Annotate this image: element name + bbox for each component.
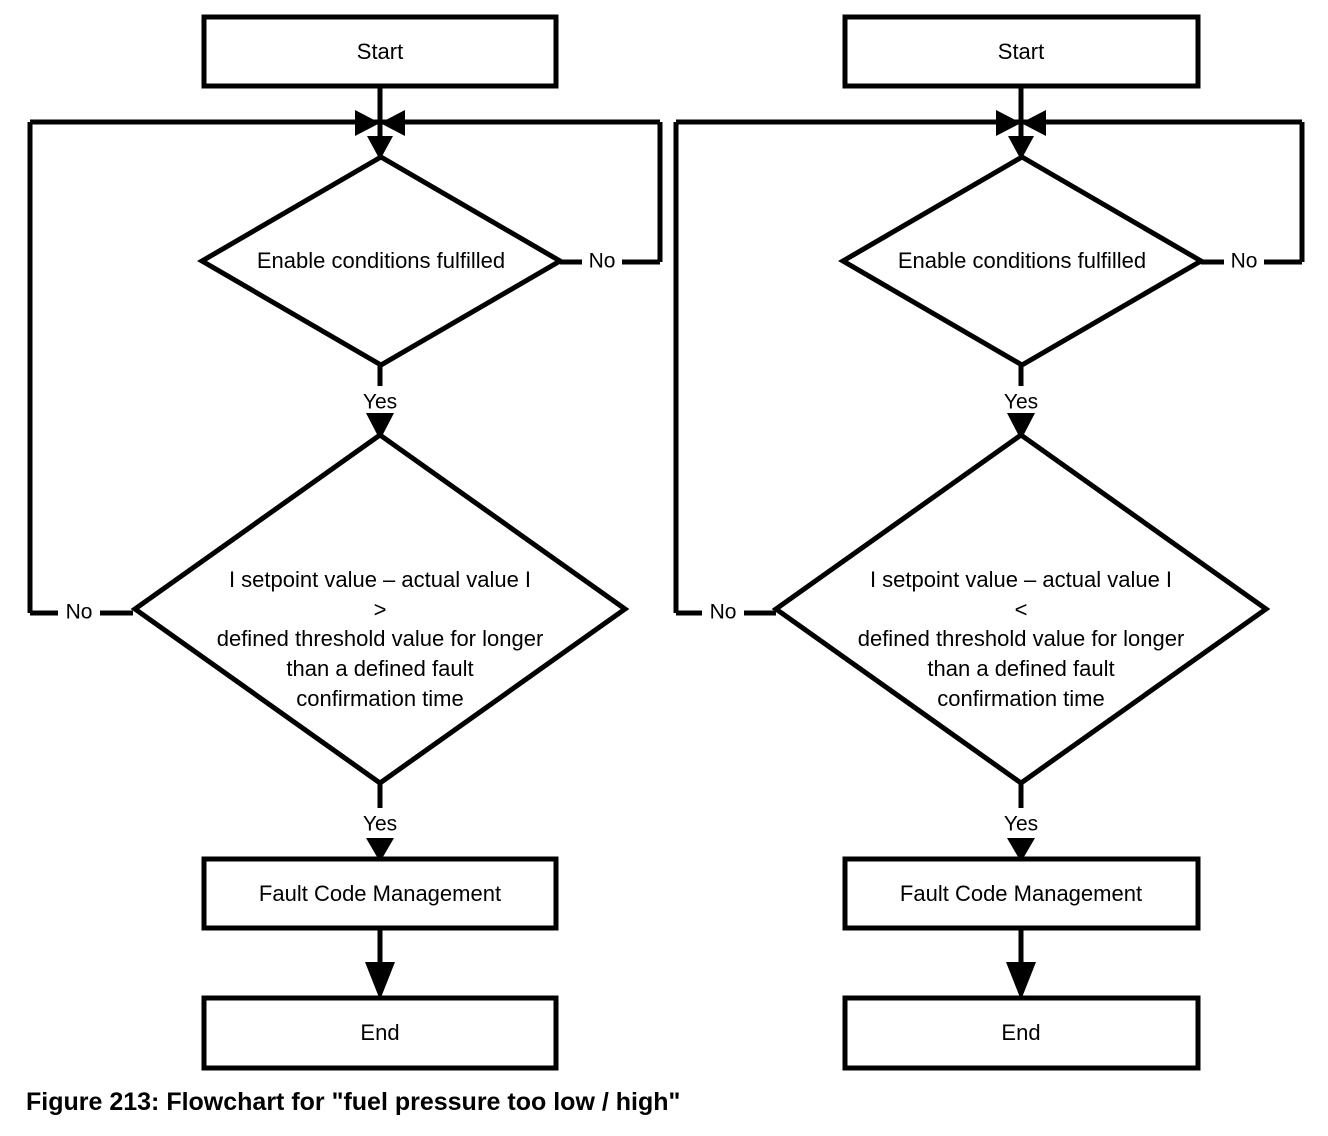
right-start-label: Start	[998, 39, 1044, 64]
left-threshold-line3: defined threshold value for longer	[217, 626, 544, 651]
left-start-node[interactable]: Start	[201, 14, 559, 89]
right-fault-code-node[interactable]: Fault Code Management	[842, 856, 1201, 931]
left-fault-code-node[interactable]: Fault Code Management	[201, 856, 559, 931]
right-enable-decision-label: Enable conditions fulfilled	[898, 248, 1146, 273]
left-enable-decision-node[interactable]: Enable conditions fulfilled	[197, 154, 565, 368]
left-arrow-into-threshold	[366, 413, 394, 440]
right-enable-decision-node[interactable]: Enable conditions fulfilled	[838, 154, 1206, 368]
right-threshold-line4: than a defined fault	[927, 656, 1114, 681]
right-fault-code-label: Fault Code Management	[900, 881, 1142, 906]
right-end-node[interactable]: End	[842, 995, 1201, 1071]
right-enable-yes-label: Yes	[1004, 391, 1038, 414]
right-rail-arrowhead-left	[996, 110, 1021, 136]
right-threshold-yes-label: Yes	[1004, 813, 1038, 836]
figure-caption: Figure 213: Flowchart for "fuel pressure…	[26, 1088, 681, 1116]
left-arrow-into-fault-code	[366, 838, 394, 862]
left-threshold-line5: confirmation time	[296, 686, 464, 711]
right-end-label: End	[1001, 1020, 1040, 1045]
left-threshold-no-label: No	[66, 601, 93, 624]
left-threshold-operator: >	[374, 597, 387, 622]
left-threshold-decision-node[interactable]: I setpoint value – actual value I > defi…	[130, 431, 630, 787]
right-arrow-into-enable	[1008, 136, 1034, 160]
right-arrow-into-threshold	[1007, 413, 1035, 440]
right-threshold-line1: I setpoint value – actual value I	[870, 567, 1172, 592]
right-enable-no-label: No	[1231, 250, 1258, 273]
left-rail-arrowhead-left	[355, 110, 380, 136]
right-threshold-decision-node[interactable]: I setpoint value – actual value I < defi…	[771, 431, 1271, 787]
left-threshold-yes-label: Yes	[363, 813, 397, 836]
left-arrow-into-enable	[367, 136, 393, 160]
left-enable-no-label: No	[589, 250, 616, 273]
left-rail-arrowhead-right	[380, 110, 405, 136]
right-rail-arrowhead-right	[1021, 110, 1046, 136]
right-arrow-into-fault-code	[1007, 838, 1035, 862]
left-end-label: End	[360, 1020, 399, 1045]
flowchart-left: Start Enable conditions fulfilled	[27, 14, 663, 1071]
flowchart-right: Start Enable conditions fulfilled No	[673, 14, 1305, 1071]
right-threshold-operator: <	[1015, 597, 1028, 622]
left-threshold-line4: than a defined fault	[286, 656, 473, 681]
right-start-node[interactable]: Start	[842, 14, 1201, 89]
left-fault-code-label: Fault Code Management	[259, 881, 501, 906]
left-arrow-into-end	[365, 962, 395, 1000]
right-arrow-into-end	[1006, 962, 1036, 1000]
right-threshold-no-label: No	[710, 601, 737, 624]
left-threshold-line1: I setpoint value – actual value I	[229, 567, 531, 592]
left-enable-decision-label: Enable conditions fulfilled	[257, 248, 505, 273]
left-enable-yes-label: Yes	[363, 391, 397, 414]
left-end-node[interactable]: End	[201, 995, 559, 1071]
left-start-label: Start	[357, 39, 403, 64]
right-threshold-line3: defined threshold value for longer	[858, 626, 1185, 651]
right-threshold-line5: confirmation time	[937, 686, 1105, 711]
